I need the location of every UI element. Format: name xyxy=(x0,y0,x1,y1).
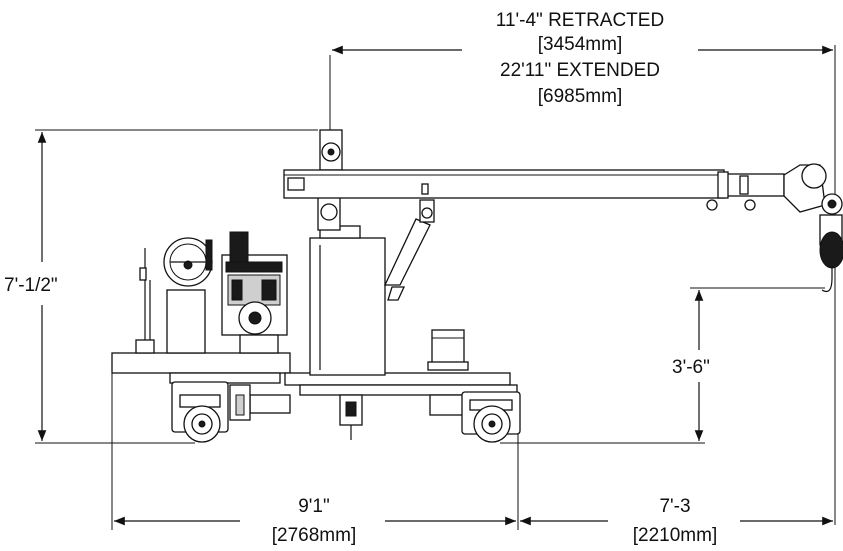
rear-equipment xyxy=(135,231,288,354)
antenna-clamp xyxy=(139,267,147,281)
front-frame-block xyxy=(429,394,466,416)
boom-heel-block xyxy=(287,177,305,191)
frame-crossmember xyxy=(249,394,291,414)
rear-wheel-housing-plate xyxy=(179,394,221,408)
hook-height-label: 3'-6" xyxy=(672,357,710,378)
outrigger-pad-base xyxy=(427,361,469,371)
boom-retracted-mm-label: [3454mm] xyxy=(538,34,622,55)
boom-tip-and-hook xyxy=(783,163,843,293)
boom-extension-section xyxy=(723,173,785,197)
tower-body xyxy=(309,237,386,376)
engine-manifold xyxy=(225,261,283,273)
center-bracket-slot xyxy=(345,401,357,417)
cylinder-rod-pin xyxy=(421,207,433,219)
front-length-mm-label: [2210mm] xyxy=(633,525,717,546)
front-deck-item xyxy=(427,329,469,371)
crane-tower xyxy=(309,129,435,376)
hook-block-weight xyxy=(819,231,843,269)
hose-reel-bracket xyxy=(205,239,213,271)
hose-reel-hub xyxy=(183,260,193,270)
top-sheave-pin xyxy=(327,148,335,156)
rear-wheel-assembly xyxy=(171,381,229,443)
boom-tip-sheave-pin xyxy=(827,199,837,209)
lower-frame-rail xyxy=(299,384,518,396)
boom-pivot-pin xyxy=(320,203,338,221)
engine-air-filter xyxy=(229,231,249,263)
boom-bracket-ring-1 xyxy=(706,199,718,211)
boom-main-section xyxy=(283,169,725,199)
boom-retracted-label: 11'-4" RETRACTED xyxy=(496,10,664,31)
crane-hook xyxy=(821,266,833,293)
boom-extended-label: 22'11" EXTENDED xyxy=(500,60,660,81)
boom-cylinder-mount xyxy=(421,183,429,195)
cylinder-barrel xyxy=(383,218,431,286)
rear-frame-slot xyxy=(235,394,245,416)
carrier-frame xyxy=(111,352,518,440)
front-wheel-assembly xyxy=(461,391,521,443)
overall-height-label: 7'-1/2" xyxy=(4,275,58,296)
lift-cylinder xyxy=(383,199,435,301)
cylinder-base xyxy=(387,286,406,301)
boom xyxy=(283,169,785,211)
hose-reel-stand xyxy=(166,289,206,354)
engine-pulley-hub xyxy=(248,311,262,325)
dimension-labels: 11'-4" RETRACTED [3454mm] 22'11" EXTENDE… xyxy=(4,10,717,546)
rear-wheel-axle xyxy=(198,420,206,428)
base-length-label: 9'1" xyxy=(298,496,330,517)
boom-collar xyxy=(717,171,729,199)
boom-tip-sheave-top xyxy=(801,163,827,189)
antenna-base xyxy=(135,339,155,354)
front-wheel-axle xyxy=(488,420,496,428)
rear-deck xyxy=(111,352,291,374)
engine-part-a xyxy=(231,279,243,301)
front-length-label: 7'-3 xyxy=(659,496,690,517)
engine-mount xyxy=(239,334,279,354)
boom-extended-mm-label: [6985mm] xyxy=(538,86,622,107)
base-length-mm-label: [2768mm] xyxy=(272,525,356,546)
dimension-lines xyxy=(35,45,836,530)
engine-part-b xyxy=(261,279,277,301)
boom-collar-2 xyxy=(739,175,749,195)
outrigger-pad xyxy=(431,329,465,366)
boom-bracket-ring-2 xyxy=(744,199,756,211)
